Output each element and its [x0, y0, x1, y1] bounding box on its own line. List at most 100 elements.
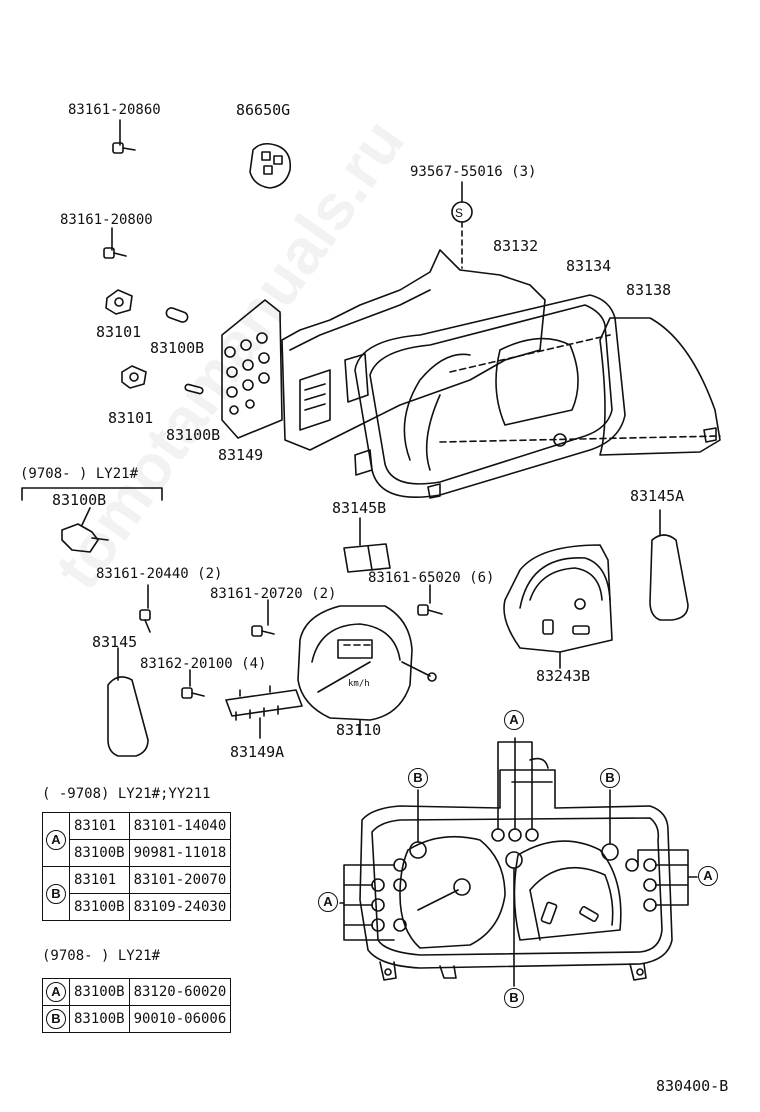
part-label: 83145B [332, 499, 387, 517]
part-label: 83161-20720 (2) [210, 586, 337, 602]
assembled-cluster-drawing [359, 757, 673, 981]
part-label: 83100B [166, 426, 221, 444]
mount-tab [703, 427, 717, 443]
part-cell: 83100B [69, 978, 130, 1006]
ref-marker-a: A [318, 892, 338, 912]
ly21-bulb-table: A 83100B 83120-60020 B 83100B 90010-0600… [42, 978, 232, 1033]
plate-83145B [343, 543, 391, 573]
plate-83145 [107, 676, 149, 757]
bracket-line [21, 487, 163, 501]
callout-leaders [339, 737, 698, 987]
screw-icon [417, 604, 443, 616]
part-label: 83145 [92, 633, 138, 651]
part-cell: 83100B [69, 1005, 130, 1033]
table-row: 83100B 90981-11018 [43, 839, 232, 867]
screw-icon [251, 625, 275, 637]
meter-glass-drawing [599, 317, 721, 456]
ref-cell: B [42, 1005, 70, 1033]
part-label: 83101 [108, 409, 154, 427]
mount-tab [427, 483, 441, 499]
table-header: ( -9708) LY21#;YY211 [42, 786, 211, 802]
plate-divider [367, 545, 373, 571]
ref-cell: A [42, 812, 70, 867]
number-cell: 83101-14040 [128, 812, 232, 840]
part-label: 83145A [630, 487, 685, 505]
part-label: 83100B [52, 491, 107, 509]
part-label: 83110 [336, 721, 382, 739]
part-label: 83134 [566, 257, 612, 275]
gauge-bezel-left-inner [425, 394, 441, 471]
diagram-number: 830400-B [656, 1077, 729, 1095]
tach-dial-drawing [503, 544, 613, 653]
glass-hidden-edge [439, 435, 721, 443]
table-row: B 83101 83101-20070 [42, 866, 232, 921]
ref-marker-b: B [408, 768, 428, 788]
bulb-icon [184, 383, 204, 395]
screw-marker-circle [451, 201, 473, 223]
glass-clip [553, 433, 567, 447]
bulb-socket-icon [61, 523, 109, 553]
part-label: 83161-65020 (6) [368, 570, 495, 586]
buzzer-icon [249, 142, 292, 189]
ref-marker-b: B [504, 988, 524, 1008]
number-cell: 90981-11018 [128, 839, 232, 867]
screw-marker-text: S [455, 206, 464, 220]
part-label: 83138 [626, 281, 672, 299]
table-row: A 83100B 83120-60020 [42, 978, 232, 1006]
glass-hidden-edge [449, 334, 611, 373]
part-cell: 83100B [69, 893, 130, 921]
number-cell: 83109-24030 [128, 893, 232, 921]
meter-hood-drawing [354, 294, 626, 498]
screw-icon [181, 687, 205, 699]
part-label: 83149A [230, 743, 285, 761]
ref-marker-b: B [46, 1009, 66, 1029]
part-label: 83101 [96, 323, 142, 341]
ref-cell: B [42, 866, 70, 921]
bulb-icon [165, 307, 189, 323]
part-label: 83100B [150, 339, 205, 357]
part-cell: 83101 [69, 866, 130, 894]
number-cell: 83101-20070 [128, 866, 232, 894]
ref-marker-b: B [600, 768, 620, 788]
meter-hood-inner-drawing [369, 304, 613, 485]
table-row: A 83101 83101-14040 [42, 812, 232, 867]
ref-marker-b: B [46, 883, 66, 904]
part-label: 93567-55016 (3) [410, 164, 537, 180]
screw-icon [112, 142, 136, 154]
part-cell: 83101 [69, 812, 130, 840]
number-cell: 90010-06006 [128, 1005, 232, 1033]
rear-case-drawing [221, 249, 546, 476]
part-label: 83149 [218, 446, 264, 464]
part-cell: 83100B [69, 839, 130, 867]
ref-marker-a: A [698, 866, 718, 886]
part-label: 83161-20800 [60, 212, 153, 228]
table-row: B 83100B 90010-06006 [42, 1005, 232, 1033]
bulb-socket-icon [121, 365, 147, 389]
gauge-bezel-left [403, 353, 471, 461]
screw-icon [139, 609, 151, 633]
ref-marker-a: A [504, 710, 524, 730]
table-header: (9708- ) LY21# [42, 948, 161, 964]
leader-line [81, 507, 91, 526]
bulb-socket-icon [105, 289, 133, 315]
ref-marker-a: A [46, 829, 66, 850]
part-label: 83161-20860 [68, 102, 161, 118]
speedometer-drawing [297, 605, 437, 721]
part-label: 83161-20440 (2) [96, 566, 223, 582]
bulb-parts-table: A 83101 83101-14040 83100B 90981-11018 B… [42, 812, 232, 921]
plate-83145A [649, 534, 689, 621]
variant-header: (9708- ) LY21# [20, 466, 139, 482]
part-label: 83162-20100 (4) [140, 656, 267, 672]
part-label: 83243B [536, 667, 591, 685]
circuit-board-drawing [225, 685, 303, 721]
screw-icon [103, 247, 127, 259]
table-row: 83100B 83109-24030 [43, 893, 232, 921]
ref-cell: A [42, 978, 70, 1006]
number-cell: 83120-60020 [128, 978, 232, 1006]
gauge-bezel-right [495, 337, 579, 426]
part-label: 86650G [236, 101, 291, 119]
ref-marker-a: A [46, 982, 66, 1002]
gauge-unit-label: km/h [348, 679, 370, 689]
